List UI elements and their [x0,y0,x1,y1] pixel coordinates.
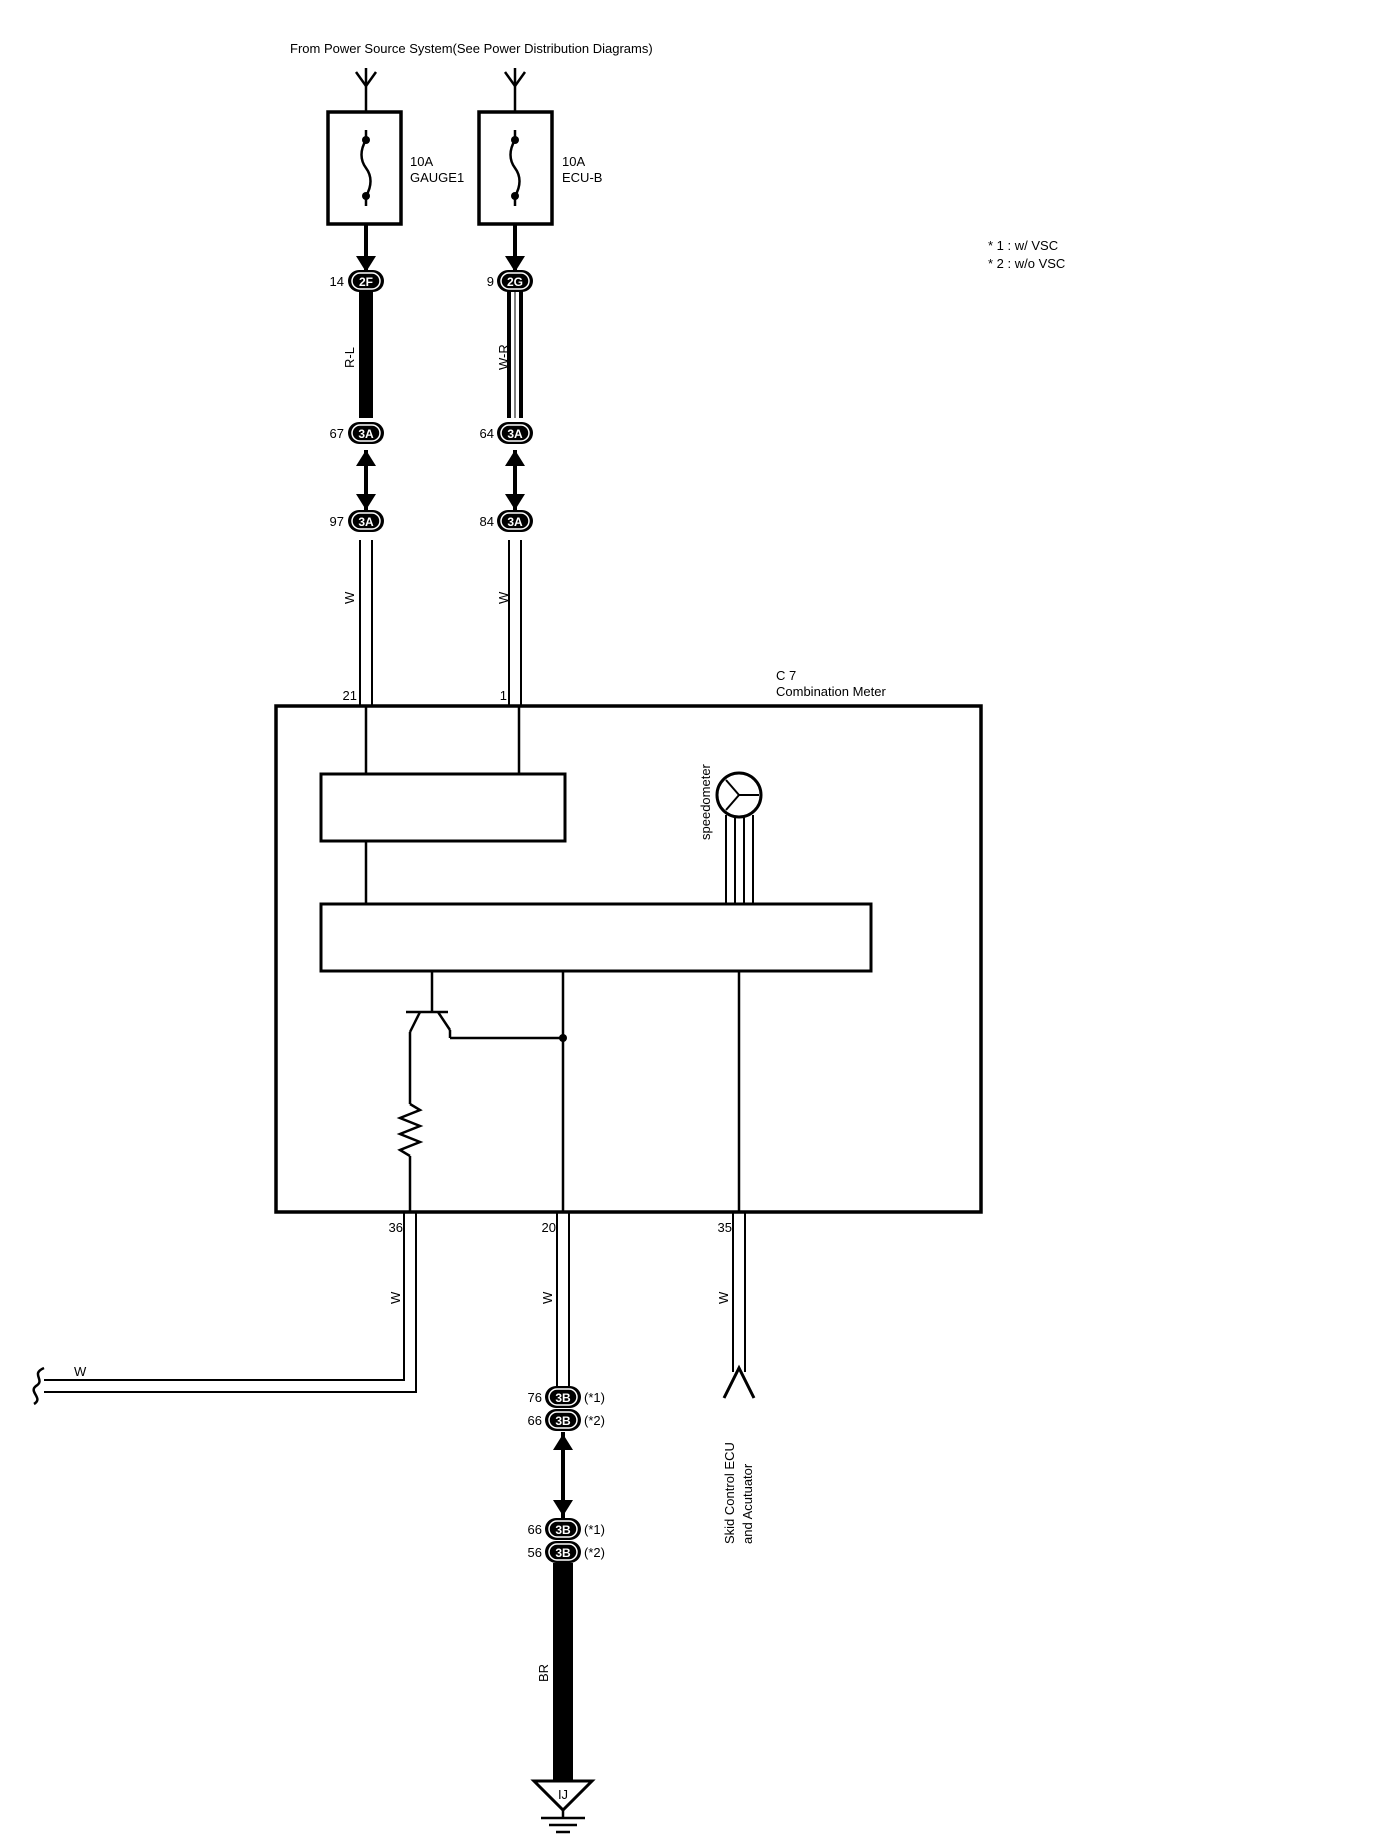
combination-meter-box [274,704,983,1214]
note-2: * 2 : w/o VSC [988,256,1065,271]
arrow-2g [505,256,525,272]
pin-2f: 14 [330,274,344,289]
svg-text:3B: 3B [555,1391,571,1405]
connector-3b-b2: 3B [545,1541,581,1563]
wire-label-w-left: W [342,591,357,604]
pin-3b-b2: 56 [528,1545,542,1560]
svg-text:3A: 3A [358,427,374,441]
pin-36: 36 [389,1220,403,1235]
wire-label-r-l: R-L [342,347,357,368]
svg-text:2G: 2G [507,275,523,289]
connector-3a-left-2: 3A [348,510,384,532]
wire-label-w-20: W [540,1291,555,1304]
connector-3a-left-1: 3A [348,422,384,444]
svg-text:2F: 2F [359,275,373,289]
pin-20: 20 [542,1220,556,1235]
source-arrow-right [503,68,527,112]
fuse-gauge1-name: GAUGE1 [410,170,464,185]
svg-text:3A: 3A [507,427,523,441]
svg-text:3B: 3B [555,1414,571,1428]
svg-text:3B: 3B [555,1523,571,1537]
fuse-ecu-b [477,110,554,226]
pin-1: 1 [500,688,507,703]
connector-2g: 2G [497,270,533,292]
connector-3b-a2: 3B [545,1409,581,1431]
fuse-ecu-b-name: ECU-B [562,170,602,185]
meter-name: Combination Meter [776,684,886,699]
ground-id: IJ [558,1787,568,1802]
transistor [406,971,563,1104]
wire-br [553,1563,573,1781]
wire-r-l [359,290,373,418]
wire-w-right-mid [508,540,522,706]
wire-label-w-36: W [388,1291,403,1304]
wire-label-w-r: W-R [496,344,511,370]
svg-text:3B: 3B [555,1546,571,1560]
connector-3b-a1: 3B [545,1386,581,1408]
note-3b-a2: (*2) [584,1413,605,1428]
meter-ic-block [319,902,873,973]
wire-w-20 [556,1212,570,1386]
pin-3b-a2: 66 [528,1413,542,1428]
svg-text:3A: 3A [507,515,523,529]
junction-3a-left [356,450,376,510]
fuse-gauge1-amp: 10A [410,154,433,169]
fuse-gauge1 [326,110,403,226]
pin-3a-left-2: 97 [330,514,344,529]
wire-w-35 [722,1212,756,1399]
arrow-2f [356,256,376,272]
junction-3b [553,1432,573,1518]
note-3b-b2: (*2) [584,1545,605,1560]
note-1: * 1 : w/ VSC [988,238,1058,253]
wire-w-left-mid [359,540,373,706]
wire-label-br: BR [536,1664,551,1682]
svg-text:3A: 3A [358,515,374,529]
connector-3b-b1: 3B [545,1518,581,1540]
wire-label-w-35: W [716,1291,731,1304]
pin-3b-a1: 76 [528,1390,542,1405]
wire-label-w-right: W [496,591,511,604]
connector-3a-right-2: 3A [497,510,533,532]
speedometer-label: speedometer [698,763,713,840]
fuse-ecu-b-amp: 10A [562,154,585,169]
connector-2f: 2F [348,270,384,292]
source-arrow-left [354,68,378,112]
connector-3a-right-1: 3A [497,422,533,444]
pin-21: 21 [343,688,357,703]
note-3b-b1: (*1) [584,1522,605,1537]
skid-control-line1: Skid Control ECU [722,1442,737,1544]
ground-symbol [530,1779,596,1834]
pin-3a-right-1: 64 [480,426,494,441]
pin-3a-right-2: 84 [480,514,494,529]
wire-break-symbol [32,1366,45,1406]
wire-label-w-horizontal: W [74,1364,87,1379]
meter-power-block [319,772,567,843]
speedometer-gauge [715,771,763,904]
skid-control-line2: and Acutuator [740,1463,755,1544]
junction-3a-right [505,450,525,510]
pin-2g: 9 [487,274,494,289]
pin-3a-left-1: 67 [330,426,344,441]
note-3b-a1: (*1) [584,1390,605,1405]
pin-35: 35 [718,1220,732,1235]
wire-w-36 [44,1212,417,1393]
pin-3b-b1: 66 [528,1522,542,1537]
power-source-text: From Power Source System(See Power Distr… [290,41,653,56]
wire-w-r [507,290,523,418]
resistor [396,1102,424,1158]
meter-id: C 7 [776,668,796,683]
